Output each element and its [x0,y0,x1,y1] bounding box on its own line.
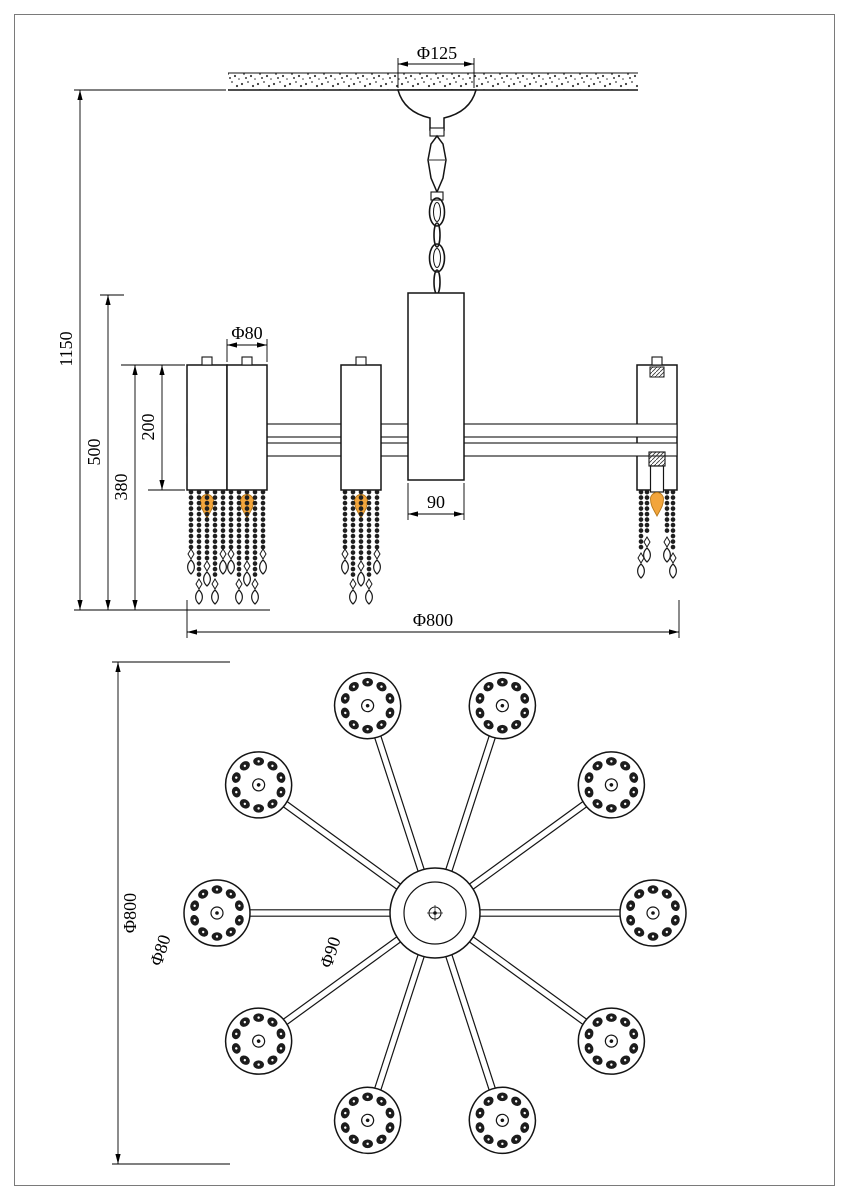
dim-total-height: 1150 [56,89,270,611]
dim-stem-width: 90 [407,483,465,520]
shade-3 [340,356,382,605]
candle-flame-icon [650,492,664,517]
bead-strings-shade-3 [341,489,381,605]
dim-plan-overall-diameter-label: Φ800 [120,893,140,933]
dim-plan-shade-diameter-label: Φ80 [146,932,175,968]
shade-2 [226,356,268,605]
dim-shade-drop-label: 380 [111,474,131,501]
shade-head [183,879,251,947]
dim-canopy-diameter: Φ125 [397,43,475,88]
dim-plan-overall-diameter: Φ800 [112,661,230,1165]
candle-bulb [648,451,666,517]
ceiling-hatch [228,72,638,91]
dim-body-drop: 500 [84,294,124,610]
center-column [407,292,465,481]
center-hub [389,867,481,959]
page-frame [14,14,835,1186]
dim-overall-width: Φ800 [186,600,680,638]
dim-shade-drop: 380 [111,364,185,610]
dim-shade-height: 200 [138,365,185,491]
dim-shade-diameter: Φ80 [226,323,268,362]
shade-head [564,994,659,1088]
ceiling-canopy [397,89,477,131]
dim-shade-diameter-label: Φ80 [231,323,262,343]
dim-plan-hub-diameter-label: Φ90 [316,934,345,970]
shade-head [325,663,410,749]
shade-head [325,1077,410,1163]
bead-strings-shade-4 [637,489,677,579]
radial-arms [183,663,687,1163]
hanging-chain [428,197,446,295]
shade-head [211,738,306,832]
dim-canopy-diameter-label: Φ125 [417,43,457,63]
stem-baluster [427,127,447,201]
dim-overall-width-label: Φ800 [413,610,453,630]
plan-view: Φ800 Φ80 Φ90 [112,661,687,1165]
shade-head [564,738,659,832]
dim-shade-height-label: 200 [138,414,158,441]
bead-strings-shade-1 [187,489,227,605]
shade-head [460,663,545,749]
shade-head [460,1077,545,1163]
dim-body-drop-label: 500 [84,439,104,466]
bead-strings-shade-2 [227,489,267,605]
shade-head [619,879,687,947]
dim-total-height-label: 1150 [56,331,76,366]
shade-1 [186,356,228,605]
shade-head [211,994,306,1088]
side-view: Φ125 1150 500 380 200 Φ80 [56,43,680,638]
dim-stem-width-label: 90 [427,492,445,512]
